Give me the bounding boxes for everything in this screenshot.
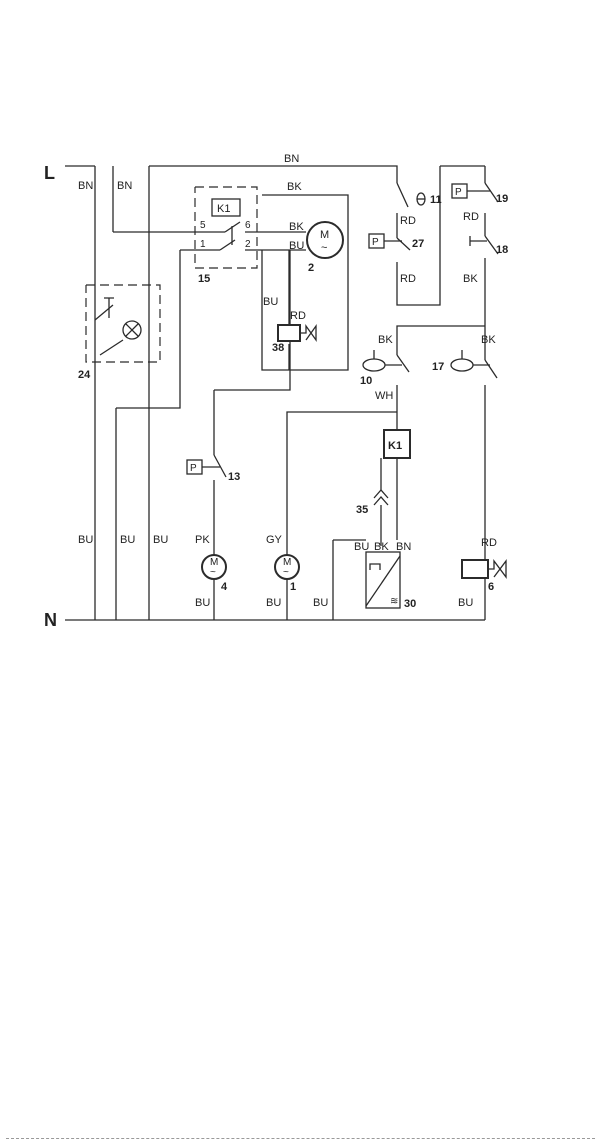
contact-6-label: 6 bbox=[245, 220, 251, 231]
neutral-rail-label: N bbox=[44, 610, 57, 630]
motor-4-ac: ~ bbox=[210, 567, 216, 578]
motor-2-m: M bbox=[320, 229, 329, 241]
contact-5-label: 5 bbox=[200, 220, 206, 231]
heater-30-label: 30 bbox=[404, 598, 416, 610]
label-bk-10: BK bbox=[378, 334, 393, 346]
label-rd-27: RD bbox=[400, 273, 416, 285]
label-bu-30: BU bbox=[354, 541, 369, 553]
label-rd-38: RD bbox=[290, 310, 306, 322]
pressure-27-label: 27 bbox=[412, 238, 424, 250]
valve-6-icon bbox=[488, 561, 506, 577]
component-15-label: 15 bbox=[198, 273, 210, 285]
label-bu-6: BU bbox=[458, 597, 473, 609]
valve-6: 6 bbox=[462, 560, 506, 593]
pressure-switch-13: P 13 bbox=[187, 455, 240, 483]
motor-4-label: 4 bbox=[221, 581, 228, 593]
label-bk-15-top: BK bbox=[287, 181, 302, 193]
switch-17-blade bbox=[485, 360, 497, 378]
pressure-19-p: P bbox=[455, 187, 462, 198]
motor-1-label: 1 bbox=[290, 581, 296, 593]
component-24-lamp-switch: 24 bbox=[78, 285, 160, 381]
switch-13-blade bbox=[214, 455, 226, 477]
pressure-19-label: 19 bbox=[496, 193, 508, 205]
label-bu-rail3: BU bbox=[153, 534, 168, 546]
line-rail-label: L bbox=[44, 163, 55, 183]
label-pk-4: PK bbox=[195, 534, 210, 546]
pressure-13-label: 13 bbox=[228, 471, 240, 483]
component-15-relay: K1 5 6 1 2 15 bbox=[195, 187, 257, 285]
pressure-27-p: P bbox=[372, 237, 379, 248]
valve-6-coil bbox=[462, 560, 488, 578]
connector-35-label: 35 bbox=[356, 504, 368, 516]
switch-27-blade bbox=[397, 238, 410, 250]
switch-10-blade bbox=[397, 355, 409, 372]
label-bu-1: BU bbox=[266, 597, 281, 609]
wire-top-bn bbox=[149, 166, 397, 183]
power-rails: L N bbox=[44, 163, 480, 630]
float-10-icon bbox=[363, 359, 385, 371]
label-bu-rail2: BU bbox=[120, 534, 135, 546]
contact-2-label: 2 bbox=[245, 239, 251, 250]
switch-18: 18 bbox=[470, 236, 508, 256]
heater-30-wave: ≋ bbox=[390, 596, 398, 607]
heater-30: ≋ 30 bbox=[366, 552, 416, 610]
motor-4: M ~ 4 bbox=[202, 555, 228, 593]
valve-38-coil bbox=[278, 325, 300, 341]
label-bk-motor2: BK bbox=[289, 221, 304, 233]
relay-k1-label-top: K1 bbox=[217, 203, 230, 215]
label-bu-rail1: BU bbox=[78, 534, 93, 546]
wires bbox=[95, 166, 485, 620]
label-bk-30: BK bbox=[374, 541, 389, 553]
connector-35: 35 bbox=[356, 490, 388, 516]
contact-12-blade bbox=[220, 240, 235, 250]
switch-24-blade bbox=[100, 340, 123, 355]
contact-1-label: 1 bbox=[200, 239, 206, 250]
label-bn-left1: BN bbox=[78, 180, 93, 192]
switch-18-label: 18 bbox=[496, 244, 508, 256]
valve-38-label: 38 bbox=[272, 342, 284, 354]
label-bu-n: BU bbox=[313, 597, 328, 609]
valve-6-label: 6 bbox=[488, 581, 494, 593]
wire-10-top bbox=[397, 326, 485, 355]
valve-38-icon bbox=[300, 326, 316, 340]
relay-k1-coil: K1 bbox=[384, 430, 410, 458]
label-bu-38: BU bbox=[263, 296, 278, 308]
wire-13-top bbox=[214, 250, 290, 390]
valve-38: 38 bbox=[272, 325, 316, 354]
float-17-icon bbox=[451, 359, 473, 371]
page-bottom-rule bbox=[6, 1138, 595, 1139]
label-gy-1: GY bbox=[266, 534, 283, 546]
motor-1-ac: ~ bbox=[283, 567, 289, 578]
float-10-label: 10 bbox=[360, 375, 372, 387]
label-bu-motor2: BU bbox=[289, 240, 304, 252]
relay-k1-coil-label: K1 bbox=[388, 440, 402, 452]
component-24-label: 24 bbox=[78, 369, 91, 381]
motor-2: M ~ 2 bbox=[307, 222, 343, 274]
label-bn-top: BN bbox=[284, 153, 299, 165]
switch-24-top bbox=[95, 305, 113, 320]
connector-35-icon-2 bbox=[374, 497, 388, 505]
label-bk-18: BK bbox=[463, 273, 478, 285]
pressure-13-p: P bbox=[190, 463, 197, 474]
label-wh-10: WH bbox=[375, 390, 393, 402]
pressure-switch-19: P 19 bbox=[452, 183, 508, 205]
label-bu-4: BU bbox=[195, 597, 210, 609]
thermostat-11: 11 bbox=[397, 183, 442, 207]
label-rd-11: RD bbox=[400, 215, 416, 227]
thermostat-11-label: 11 bbox=[430, 194, 442, 206]
label-bn-30: BN bbox=[396, 541, 411, 553]
motor-2-ac: ~ bbox=[321, 242, 327, 254]
float-switch-10: 10 bbox=[360, 350, 409, 387]
label-bk-17: BK bbox=[481, 334, 496, 346]
motor-2-label: 2 bbox=[308, 262, 314, 274]
float-17-label: 17 bbox=[432, 361, 444, 373]
label-bn-left2: BN bbox=[117, 180, 132, 192]
float-switch-17: 17 bbox=[432, 350, 497, 378]
label-rd-6: RD bbox=[481, 537, 497, 549]
label-rd-19: RD bbox=[463, 211, 479, 223]
switch-11-blade bbox=[397, 183, 408, 207]
